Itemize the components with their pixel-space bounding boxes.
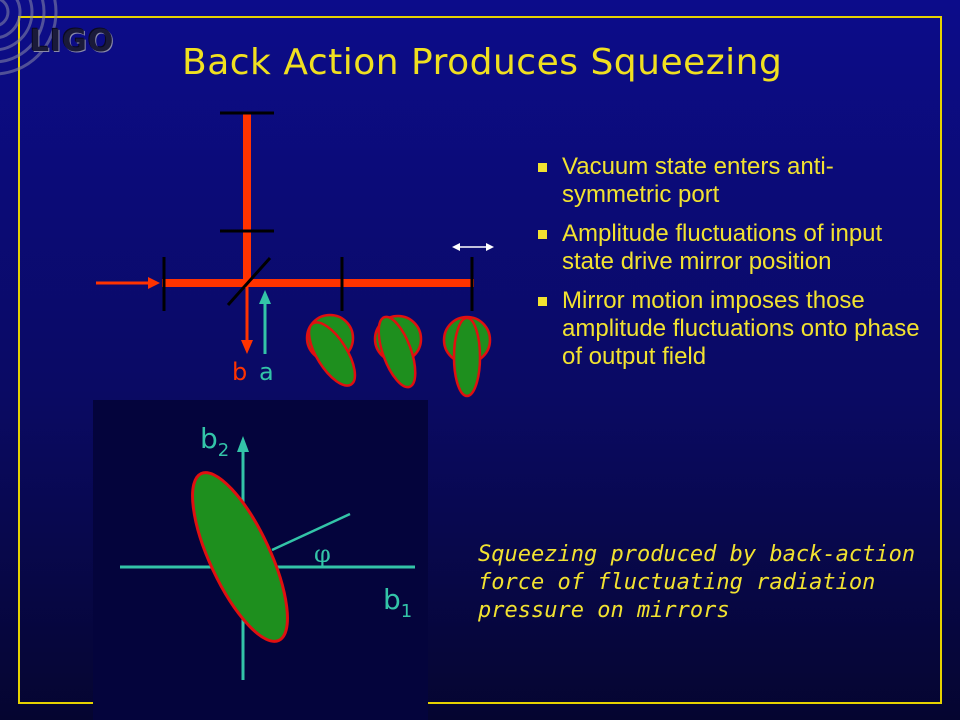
label-a: a: [259, 358, 274, 386]
squeeze-angle-line: [271, 512, 351, 552]
bullet-item: Mirror motion imposes those amplitude fl…: [536, 287, 926, 371]
bullet-square-icon: [538, 297, 547, 306]
logo-arcs-icon: [0, 0, 58, 76]
bullet-item: Vacuum state enters anti-symmetric port: [536, 153, 926, 209]
ligo-logo: LIGO: [0, 0, 130, 80]
label-b: b: [232, 358, 247, 386]
angle-phi-label: φ: [314, 540, 331, 568]
axis-b2-label: b2: [200, 422, 229, 461]
vacuum-arrow-up-icon: [259, 290, 271, 304]
bullet-square-icon: [538, 230, 547, 239]
bullet-item: Amplitude fluctuations of input state dr…: [536, 220, 926, 276]
input-beam-arrowhead-icon: [148, 277, 160, 289]
beam-splitter: [226, 257, 272, 306]
bullet-list: Vacuum state enters anti-symmetric port …: [536, 153, 926, 382]
state-ellipse-3: [442, 315, 492, 398]
vertical-arm-beam: [243, 113, 251, 283]
bullet-square-icon: [538, 163, 547, 172]
logo-text: LIGO: [30, 24, 115, 59]
caption: Squeezing produced by back-action force …: [478, 542, 916, 623]
squeezed-state-ellipse: [191, 471, 289, 643]
arrow-right-icon: [486, 243, 494, 251]
slide-title: Back Action Produces Squeezing: [182, 42, 783, 83]
state-ellipse-2: [373, 314, 423, 389]
state-ellipse-1: [305, 313, 357, 387]
axis-b1-label: b1: [383, 583, 412, 622]
arrow-left-icon: [452, 243, 460, 251]
axis-b2-arrow-icon: [237, 436, 249, 452]
output-arrow-down-icon: [241, 340, 253, 354]
slide-frame: [18, 16, 942, 704]
horizontal-arm-beam: [162, 279, 474, 287]
